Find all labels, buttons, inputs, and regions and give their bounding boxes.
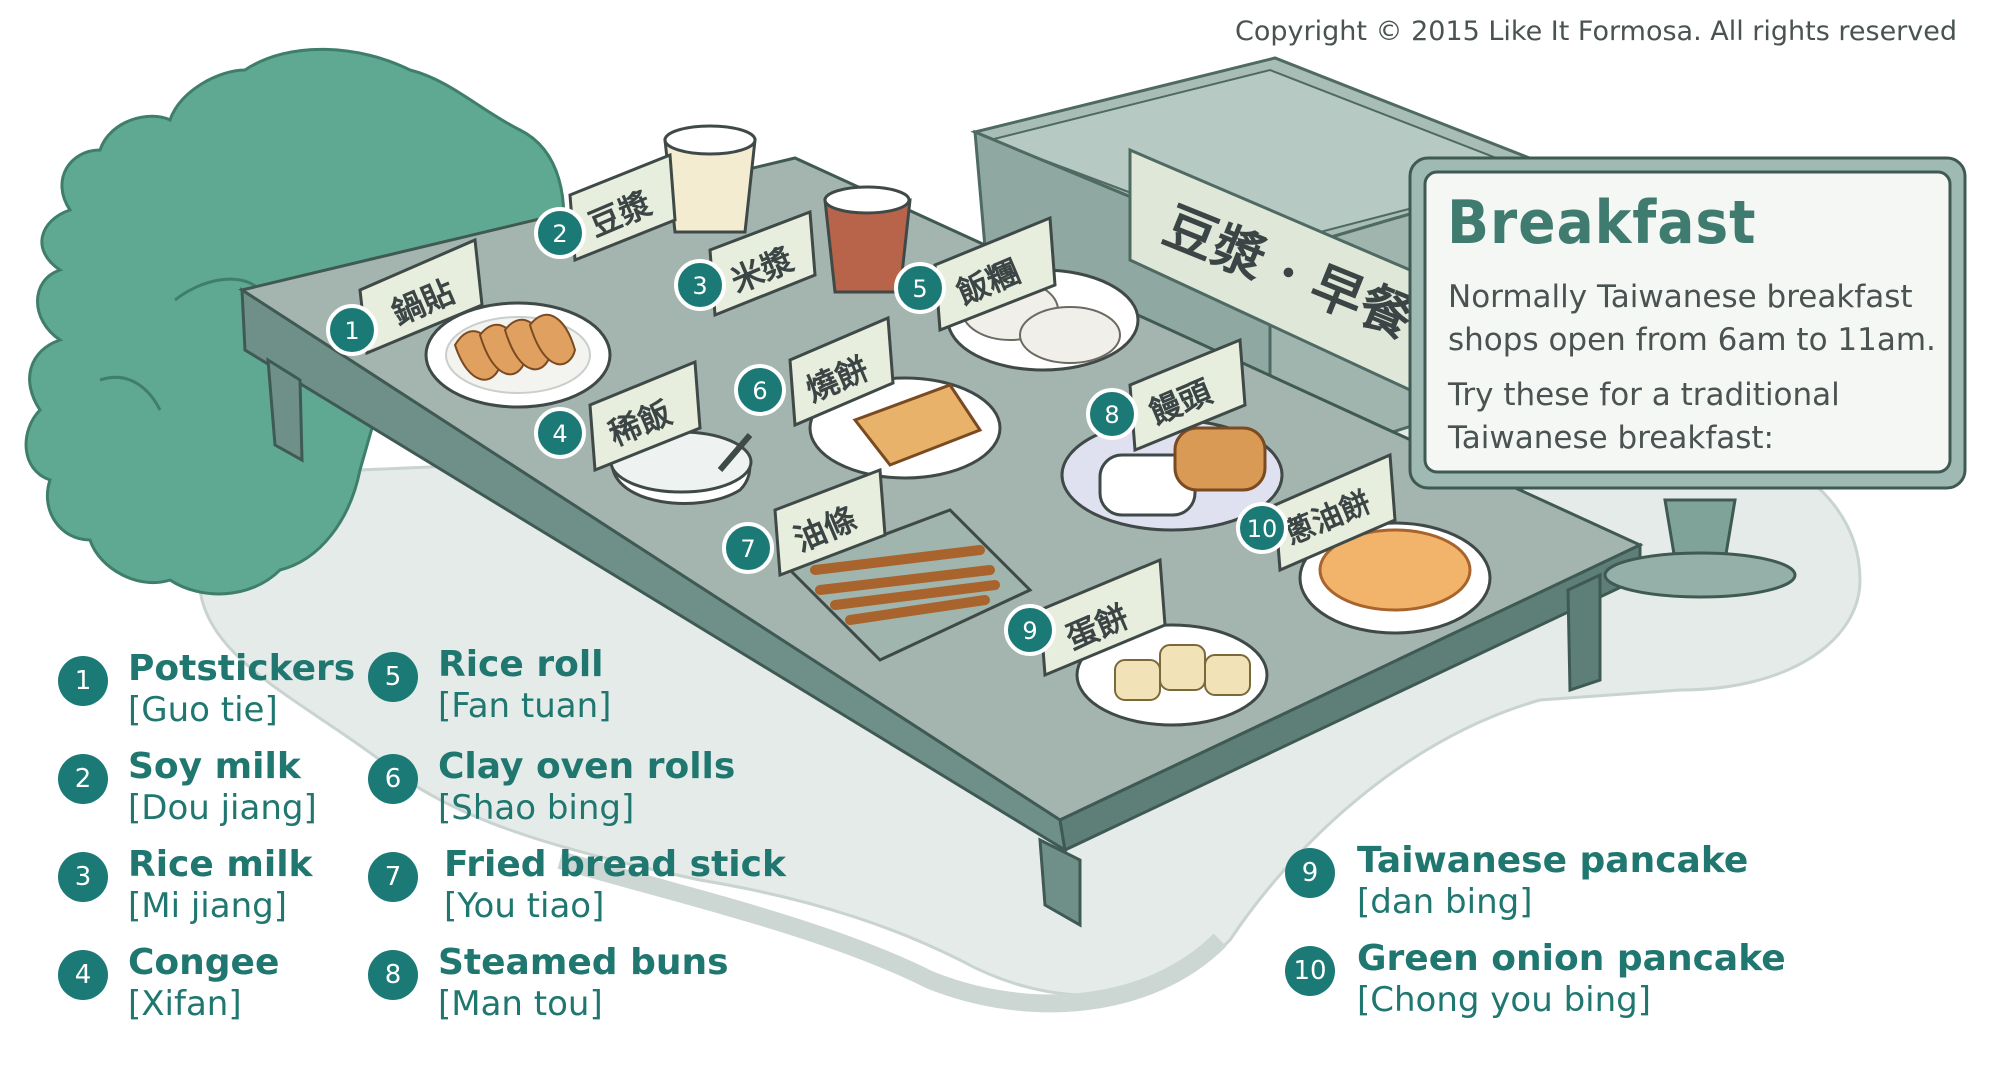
dish-marker-7: 7 <box>740 535 755 563</box>
legend-number-1: 1 <box>58 656 108 706</box>
dish-label-7: 油條 7 <box>722 467 887 578</box>
dish-marker-4: 4 <box>552 420 567 448</box>
legend-name-1: Potstickers <box>128 648 356 689</box>
legend-pinyin-8: [Man tou] <box>438 984 603 1024</box>
legend-pinyin-5: [Fan tuan] <box>438 686 612 726</box>
legend-number-4: 4 <box>58 950 108 1000</box>
dish-label-3: 米漿 3 <box>674 209 817 318</box>
legend-name-4: Congee <box>128 942 280 983</box>
legend-pinyin-2: [Dou jiang] <box>128 788 317 828</box>
info-line-1: Normally Taiwanese breakfast shops open … <box>1448 279 1936 358</box>
legend-name-5: Rice roll <box>438 644 604 685</box>
legend-number-3: 3 <box>58 852 108 902</box>
dish-label-1: 鍋貼 1 <box>326 237 484 356</box>
legend-name-9: Taiwanese pancake <box>1357 840 1749 881</box>
dish-marker-10: 10 <box>1247 515 1278 543</box>
legend-number-5: 5 <box>368 652 418 702</box>
legend-pinyin-4: [Xifan] <box>128 984 242 1024</box>
dish-label-6: 燒餅 6 <box>734 315 895 428</box>
info-board <box>1408 156 1967 490</box>
legend-pinyin-10: [Chong you bing] <box>1357 980 1651 1020</box>
info-text: Normally Taiwanese breakfast shops open … <box>1448 276 1968 472</box>
copyright-text: Copyright © 2015 Like It Formosa. All ri… <box>1235 16 1958 47</box>
info-board-stand <box>1603 498 1797 599</box>
dish-label-2: 豆漿 2 <box>534 152 677 263</box>
dish-label-9: 蛋餅 9 <box>1004 557 1167 678</box>
legend-number-10: 10 <box>1285 946 1335 996</box>
legend-number-2: 2 <box>58 754 108 804</box>
dish-label-5: 飯糰 5 <box>894 215 1057 333</box>
info-title: Breakfast <box>1447 188 1757 258</box>
legend-pinyin-6: [Shao bing] <box>438 788 635 828</box>
legend-pinyin-3: [Mi jiang] <box>128 886 287 926</box>
dish-marker-5: 5 <box>912 275 927 303</box>
dish-label-4: 稀飯 4 <box>534 359 702 473</box>
food-items <box>424 124 1492 727</box>
legend-number-8: 8 <box>368 950 418 1000</box>
info-line-2: Try these for a traditional Taiwanese br… <box>1448 377 1840 456</box>
dish-marker-2: 2 <box>552 220 567 248</box>
legend-name-3: Rice milk <box>128 844 313 885</box>
legend-pinyin-9: [dan bing] <box>1357 882 1533 922</box>
legend-pinyin-1: [Guo tie] <box>128 690 278 730</box>
dish-marker-3: 3 <box>692 272 707 300</box>
dish-label-8: 饅頭 8 <box>1086 337 1247 453</box>
legend-name-6: Clay oven rolls <box>438 746 736 787</box>
legend-name-7: Fried bread stick <box>444 844 786 885</box>
legend-name-8: Steamed buns <box>438 942 729 983</box>
legend-name-2: Soy milk <box>128 746 301 787</box>
dish-marker-6: 6 <box>752 377 767 405</box>
legend-number-6: 6 <box>368 754 418 804</box>
dish-marker-1: 1 <box>344 317 359 345</box>
legend-name-10: Green onion pancake <box>1357 938 1786 979</box>
legend-number-7: 7 <box>368 852 418 902</box>
dish-labels: 鍋貼 1 豆漿 2 米漿 3 稀飯 4 飯糰 5 <box>326 152 1397 678</box>
legend-number-9: 9 <box>1285 848 1335 898</box>
legend-pinyin-7: [You tiao] <box>444 886 605 926</box>
dish-marker-8: 8 <box>1104 401 1119 429</box>
dish-marker-9: 9 <box>1022 617 1037 645</box>
